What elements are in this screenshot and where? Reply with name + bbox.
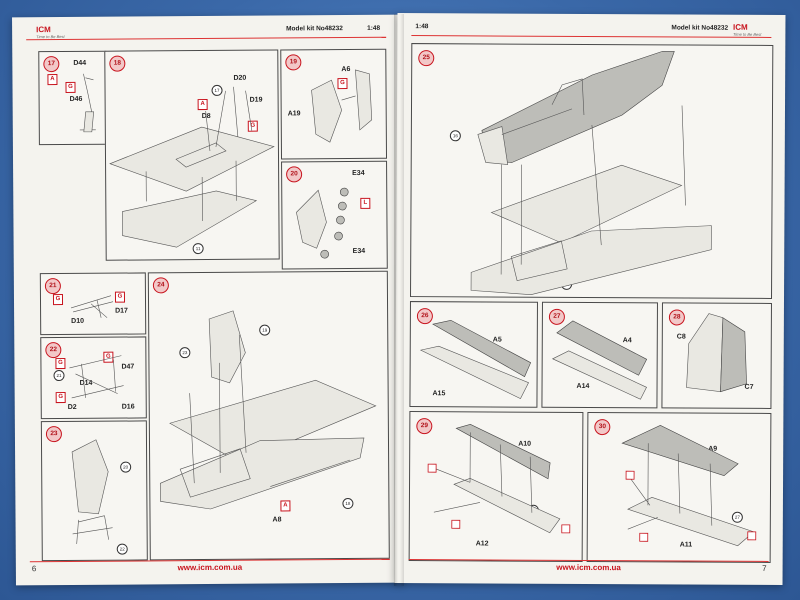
wing-upper-drawing <box>419 319 532 400</box>
kit-number: Model kit No48232 <box>671 24 729 32</box>
left-page-header: ICM Time to Be Best Model kit No48232 1:… <box>26 23 387 44</box>
right-wing-assembly-drawing <box>621 425 757 547</box>
booklet-spine <box>394 14 404 586</box>
step-17-panel: 17 D44 A G D46 <box>38 50 107 146</box>
step-24-panel: 24 23 19 18 A A8 <box>147 270 390 561</box>
step-23-panel: 23 20 22 <box>40 420 148 562</box>
step-18-panel: 18 D20 D19 D8 A G 17 11 <box>104 49 280 261</box>
kit-number: Model kit No48232 <box>286 25 343 33</box>
website-url: www.icm.com.ua <box>556 562 621 573</box>
left-page-footer: 6 www.icm.com.ua <box>29 558 390 576</box>
step-21-panel: 21 G G D17 D10 <box>39 272 147 336</box>
rudder-pedal-drawing <box>79 73 96 133</box>
logo-text: ICM <box>36 25 51 35</box>
scale-label: 1:48 <box>415 23 429 31</box>
icm-logo: ICM Time to Be Best <box>733 23 761 37</box>
left-wing-assembly-drawing <box>427 424 571 534</box>
cockpit-floor-drawing <box>109 86 275 248</box>
step-22-panel: 22 G G G D47 D14 D2 D16 21 <box>40 336 147 420</box>
step-28-panel: 28 C8 C7 <box>661 302 772 409</box>
seat-assembly-drawing <box>71 439 113 544</box>
page-number: 7 <box>762 563 767 573</box>
scale-label: 1:48 <box>367 24 381 32</box>
step-19-panel: 19 A6 G A19 <box>280 48 388 160</box>
logo-text: ICM <box>732 22 748 32</box>
step-20-panel: 20 E34 L E34 <box>281 160 388 270</box>
right-page-footer: www.icm.com.ua 7 <box>408 559 769 575</box>
right-page: 1:48 Model kit No48232 ICM Time to Be Be… <box>394 12 786 586</box>
wing-lower-drawing <box>551 320 648 400</box>
website-url: www.icm.com.ua <box>177 562 243 573</box>
seat-frame-drawing <box>70 295 114 318</box>
right-page-header: 1:48 Model kit No48232 ICM Time to Be Be… <box>411 21 772 41</box>
step-25-panel: 25 16 24 <box>410 43 774 299</box>
cockpit-install-drawing <box>159 310 377 510</box>
header-rule <box>26 36 387 41</box>
left-page: ICM Time to Be Best Model kit No48232 1:… <box>12 14 404 586</box>
header-rule <box>411 35 772 38</box>
seat-cushion-drawing <box>296 187 349 259</box>
step-29-panel: 29 A10 A12 26 <box>408 411 584 562</box>
step-26-panel: 26 A5 A15 <box>409 301 538 408</box>
icm-logo: ICM Time to Be Best <box>36 25 65 39</box>
seat-mount-drawing <box>69 355 124 399</box>
fuselage-assembly-drawing <box>470 51 712 295</box>
step-27-panel: 27 A4 A14 <box>541 301 658 409</box>
step-30-panel: 30 A9 A11 27 <box>586 411 772 563</box>
seat-back-drawing <box>311 69 373 143</box>
tail-fin-drawing <box>686 313 747 393</box>
